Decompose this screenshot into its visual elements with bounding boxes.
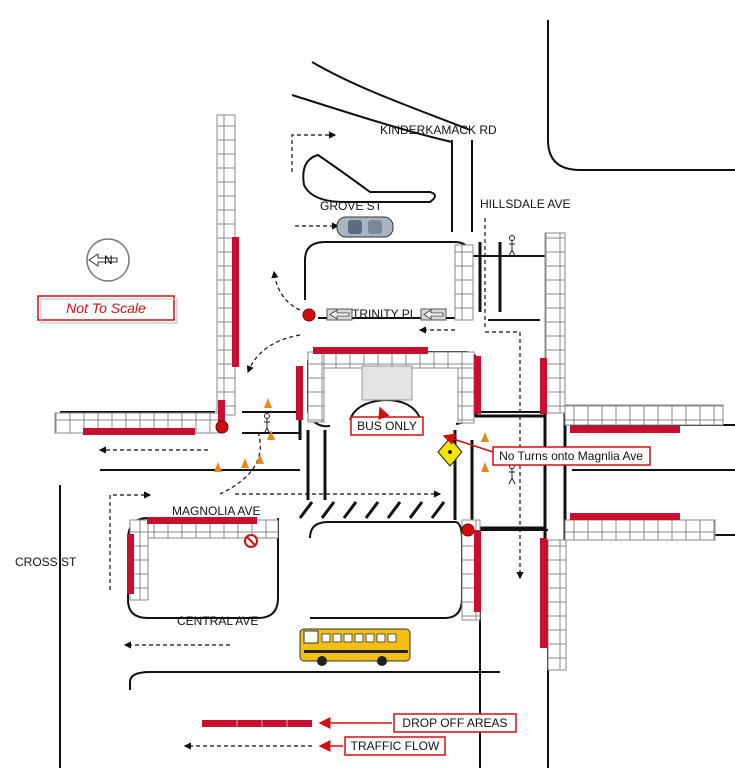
cone-icon (481, 462, 489, 472)
scale-note-text: Not To Scale (66, 300, 146, 316)
car-icon (336, 216, 394, 238)
cone-icon (481, 432, 489, 442)
traffic-cones (214, 398, 489, 472)
traffic-flow-arrows (98, 131, 524, 649)
compass: N (86, 238, 130, 282)
pedestrian-icon (263, 413, 271, 435)
legend-drop-off-label: DROP OFF AREAS (402, 716, 507, 730)
drop-off-zone (313, 347, 428, 354)
drop-off-zone (474, 530, 481, 612)
school-crossing-sign-icon (437, 437, 463, 467)
drop-off-zone (474, 356, 481, 414)
pedestrian-icon (508, 463, 516, 485)
street-label-trinity: TRINITY PL (352, 307, 417, 321)
legend: DROP OFF AREAS TRAFFIC FLOW (183, 713, 517, 756)
drop-off-zones (83, 237, 680, 648)
stop-marker (461, 523, 475, 537)
drop-off-zone (570, 513, 680, 520)
street-label-magnolia: MAGNOLIA AVE (172, 504, 260, 518)
drop-off-zone (147, 517, 257, 524)
legend-traffic-flow-label: TRAFFIC FLOW (351, 739, 440, 753)
no-turns-callout: No Turns onto Magnlia Ave (442, 433, 651, 466)
drop-off-zone (570, 426, 680, 433)
cone-icon (241, 458, 249, 468)
drop-off-zone (296, 366, 303, 420)
cone-icon (267, 430, 275, 440)
cone-icon (264, 398, 272, 408)
scale-note: Not To Scale (37, 295, 178, 324)
street-label-cross: CROSS ST (15, 555, 77, 569)
legend-traffic-flow: TRAFFIC FLOW (183, 736, 446, 756)
street-labels: KINDERKAMACK RD GROVE ST HILLSDALE AVE T… (15, 123, 571, 628)
one-way-arrows (326, 308, 447, 321)
bus-only-callout: BUS ONLY (350, 406, 424, 436)
no-turn-sign-icon (244, 534, 258, 548)
street-label-grove: GROVE ST (320, 199, 383, 213)
pedestrian-icon (508, 235, 516, 257)
stop-markers (215, 308, 475, 537)
cone-icon (256, 454, 264, 464)
legend-drop-off: DROP OFF AREAS (202, 713, 517, 733)
compass-north-label: N (104, 253, 113, 267)
stop-marker (215, 420, 229, 434)
north-arrow-icon (88, 253, 118, 267)
bus-only-label: BUS ONLY (357, 419, 417, 433)
drop-off-zone (218, 400, 225, 428)
school-bus-icon (299, 628, 411, 666)
no-turns-label: No Turns onto Magnlia Ave (499, 449, 643, 463)
school-building (361, 365, 413, 401)
cone-icon (214, 462, 222, 472)
stop-marker (302, 308, 316, 322)
street-label-central: CENTRAL AVE (177, 614, 258, 628)
street-label-hillsdale: HILLSDALE AVE (480, 197, 571, 211)
drop-off-zone (540, 358, 547, 414)
drop-off-zone (127, 534, 134, 594)
drop-off-zone (83, 428, 195, 435)
drop-off-zone (232, 237, 239, 367)
drop-off-zone (540, 538, 547, 648)
street-label-kinderkamack: KINDERKAMACK RD (380, 123, 497, 137)
